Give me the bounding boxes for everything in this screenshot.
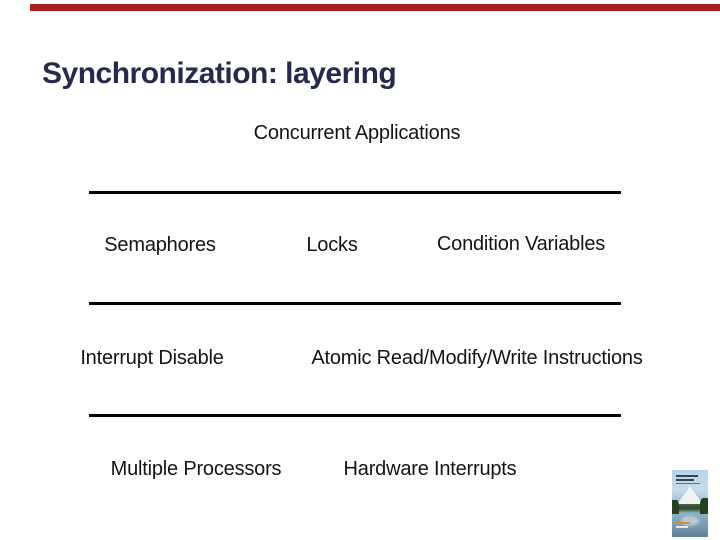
book-cover-title-text xyxy=(676,479,694,481)
slide-accent-bar xyxy=(30,4,720,11)
book-cover-subtitle-text xyxy=(676,483,700,484)
layer-label-multiple-processors: Multiple Processors xyxy=(110,458,282,480)
layer-separator-line-2 xyxy=(89,302,621,305)
book-cover-author-text xyxy=(676,526,688,528)
layer-label-interrupt-disable: Interrupt Disable xyxy=(80,347,224,369)
layer-label-atomic-rmw-instructions: Atomic Read/Modify/Write Instructions xyxy=(311,347,643,369)
layer-label-concurrent-applications: Concurrent Applications xyxy=(253,122,461,144)
layer-label-hardware-interrupts: Hardware Interrupts xyxy=(343,458,517,480)
tree-graphic xyxy=(672,500,679,514)
tree-graphic xyxy=(700,498,708,514)
layer-label-locks: Locks xyxy=(306,234,358,256)
slide-title: Synchronization: layering xyxy=(42,57,397,90)
lake-reflection-graphic xyxy=(681,516,699,526)
layer-label-semaphores: Semaphores xyxy=(104,234,216,256)
book-cover-image xyxy=(672,470,708,537)
mountain-graphic xyxy=(677,486,703,504)
layer-label-condition-variables: Condition Variables xyxy=(436,233,606,255)
layer-separator-line-3 xyxy=(89,414,621,417)
layer-separator-line-1 xyxy=(89,191,621,194)
book-cover-author-text xyxy=(676,522,690,524)
book-cover-title-text xyxy=(676,475,698,477)
